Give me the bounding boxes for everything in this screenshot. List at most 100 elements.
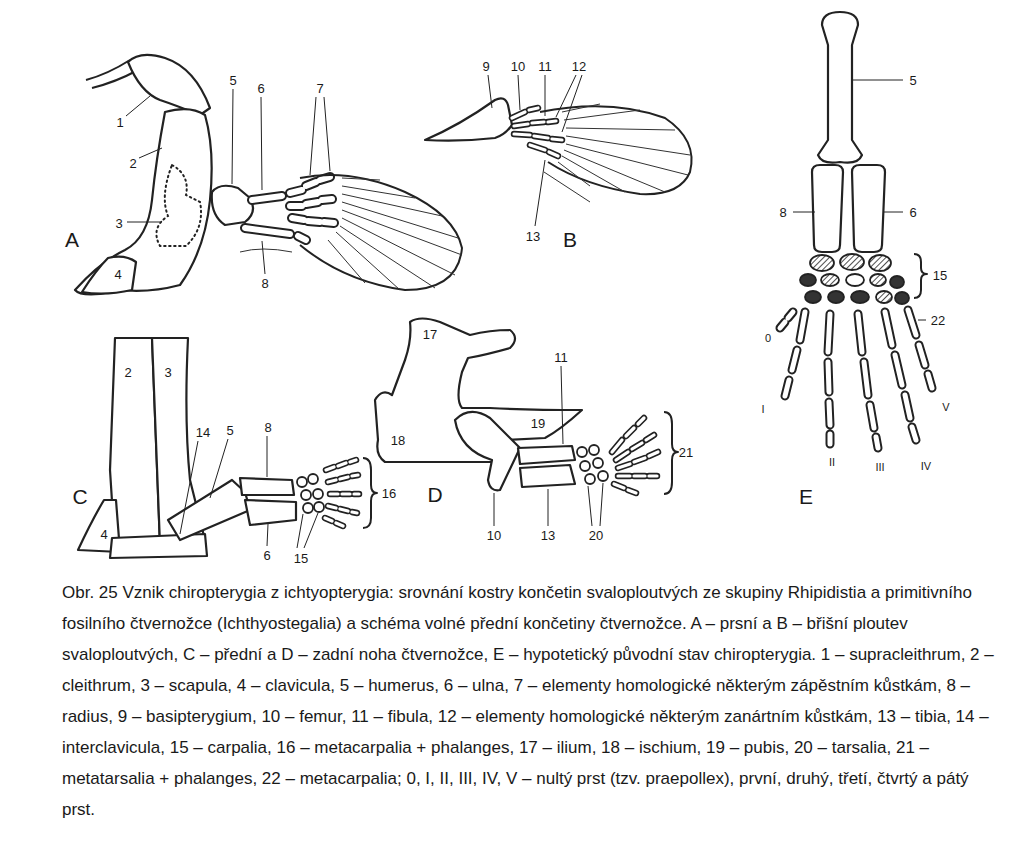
callout-number: 3 bbox=[115, 216, 122, 231]
callout-number: 6 bbox=[909, 205, 916, 220]
forelimb-figure bbox=[308, 474, 318, 484]
digit-numeral: 0 bbox=[765, 332, 771, 345]
figure-caption: Obr. 25 Vznik chiropterygia z ichtyopter… bbox=[62, 577, 1004, 825]
chiropterygium-scheme bbox=[810, 255, 834, 271]
chiropterygium-scheme bbox=[914, 254, 927, 298]
callout-number: 8 bbox=[779, 205, 786, 220]
chiropterygium-scheme bbox=[793, 80, 926, 320]
figure-letter: B bbox=[563, 228, 577, 252]
callout-number: 4 bbox=[100, 527, 107, 542]
hindlimb-figure bbox=[585, 474, 595, 484]
chiropterygium-scheme bbox=[780, 310, 932, 448]
hindlimb-figure bbox=[580, 461, 590, 471]
chiropterygium-scheme bbox=[890, 276, 904, 288]
digit-numeral: I bbox=[761, 403, 764, 416]
forelimb-figure bbox=[313, 489, 323, 499]
chiropterygium-scheme bbox=[851, 291, 869, 303]
digit-numeral: IV bbox=[921, 460, 931, 473]
hindlimb-figure bbox=[664, 412, 678, 494]
digit-numeral: II bbox=[829, 456, 835, 469]
pectoral-fin-figure bbox=[245, 177, 334, 240]
forelimb-figure bbox=[297, 477, 307, 487]
digit-numeral: V bbox=[942, 401, 949, 414]
chiropterygium-scheme bbox=[895, 292, 909, 304]
callout-number: 11 bbox=[538, 59, 552, 74]
callout-number: 6 bbox=[263, 548, 270, 563]
pectoral-fin-figure bbox=[75, 109, 212, 294]
chiropterygium-scheme bbox=[852, 165, 885, 252]
figure-letter: A bbox=[65, 228, 79, 252]
chiropterygium-scheme bbox=[846, 274, 864, 286]
hindlimb-figure bbox=[375, 319, 678, 527]
forelimb-figure bbox=[325, 460, 359, 526]
callout-number: 10 bbox=[511, 59, 525, 74]
pectoral-fin-figure bbox=[126, 89, 330, 274]
callout-number: 8 bbox=[264, 420, 271, 435]
callout-number: 13 bbox=[526, 229, 540, 244]
pectoral-fin-figure bbox=[240, 178, 462, 290]
pelvic-fin-figure bbox=[544, 104, 690, 202]
forelimb-figure bbox=[78, 338, 377, 558]
callout-number: 19 bbox=[531, 416, 545, 431]
figure-letter: C bbox=[72, 485, 87, 509]
forelimb-figure bbox=[325, 460, 359, 526]
forelimb-figure bbox=[180, 436, 318, 548]
figure-letter: E bbox=[799, 485, 813, 509]
chiropterygium-scheme bbox=[876, 291, 892, 303]
chiropterygium-scheme bbox=[780, 310, 932, 448]
pelvic-fin-figure bbox=[540, 106, 692, 194]
callout-number: 2 bbox=[124, 365, 131, 380]
callout-number: 18 bbox=[391, 433, 405, 448]
callout-number: 15 bbox=[933, 268, 947, 283]
hindlimb-figure bbox=[598, 471, 608, 481]
chiropterygium-scheme bbox=[821, 274, 839, 286]
callout-number: 9 bbox=[482, 59, 489, 74]
pectoral-fin-figure bbox=[128, 55, 210, 115]
hindlimb-figure bbox=[577, 447, 587, 457]
callout-number: 11 bbox=[554, 350, 568, 365]
hindlimb-figure bbox=[494, 366, 603, 526]
hindlimb-figure bbox=[589, 445, 599, 455]
pelvic-fin-figure bbox=[425, 75, 692, 226]
callout-number: 16 bbox=[382, 486, 396, 501]
chiropterygium-scheme bbox=[869, 255, 891, 271]
forelimb-figure bbox=[325, 460, 359, 526]
forelimb-figure bbox=[301, 490, 311, 500]
callout-number: 7 bbox=[316, 81, 323, 96]
callout-number: 8 bbox=[261, 276, 268, 291]
callout-number: 6 bbox=[257, 81, 264, 96]
callout-number: 3 bbox=[164, 365, 171, 380]
callout-number: 5 bbox=[226, 423, 233, 438]
pectoral-fin-figure bbox=[156, 165, 201, 246]
callout-number: 22 bbox=[931, 313, 945, 328]
chiropterygium-scheme bbox=[780, 310, 932, 448]
callout-number: 17 bbox=[423, 327, 437, 342]
pectoral-fin-figure bbox=[82, 257, 136, 294]
chiropterygium-scheme bbox=[840, 254, 864, 270]
callout-number: 10 bbox=[487, 528, 501, 543]
forelimb-figure bbox=[363, 458, 377, 528]
chiropterygium-scheme bbox=[812, 165, 843, 252]
forelimb-figure bbox=[314, 502, 324, 512]
hindlimb-figure bbox=[455, 412, 520, 490]
pelvic-fin-figure bbox=[512, 108, 562, 156]
callout-number: 15 bbox=[294, 551, 308, 566]
figure-letter: D bbox=[427, 483, 442, 507]
hindlimb-figure bbox=[593, 458, 603, 468]
chiropterygium-scheme bbox=[805, 291, 821, 303]
pectoral-fin-figure bbox=[75, 55, 462, 295]
callout-number: 5 bbox=[229, 73, 236, 88]
pectoral-fin-figure bbox=[245, 177, 334, 240]
forelimb-figure bbox=[110, 534, 207, 558]
pelvic-fin-figure bbox=[512, 108, 562, 156]
callout-number: 20 bbox=[589, 528, 603, 543]
callout-number: 13 bbox=[541, 528, 555, 543]
digit-numeral: III bbox=[875, 461, 884, 474]
chiropterygium-scheme bbox=[828, 291, 844, 303]
pectoral-fin-figure bbox=[212, 186, 253, 225]
pectoral-fin-figure bbox=[245, 177, 334, 240]
callout-number: 12 bbox=[572, 59, 586, 74]
forelimb-figure bbox=[245, 500, 296, 525]
callout-number: 1 bbox=[116, 115, 123, 130]
